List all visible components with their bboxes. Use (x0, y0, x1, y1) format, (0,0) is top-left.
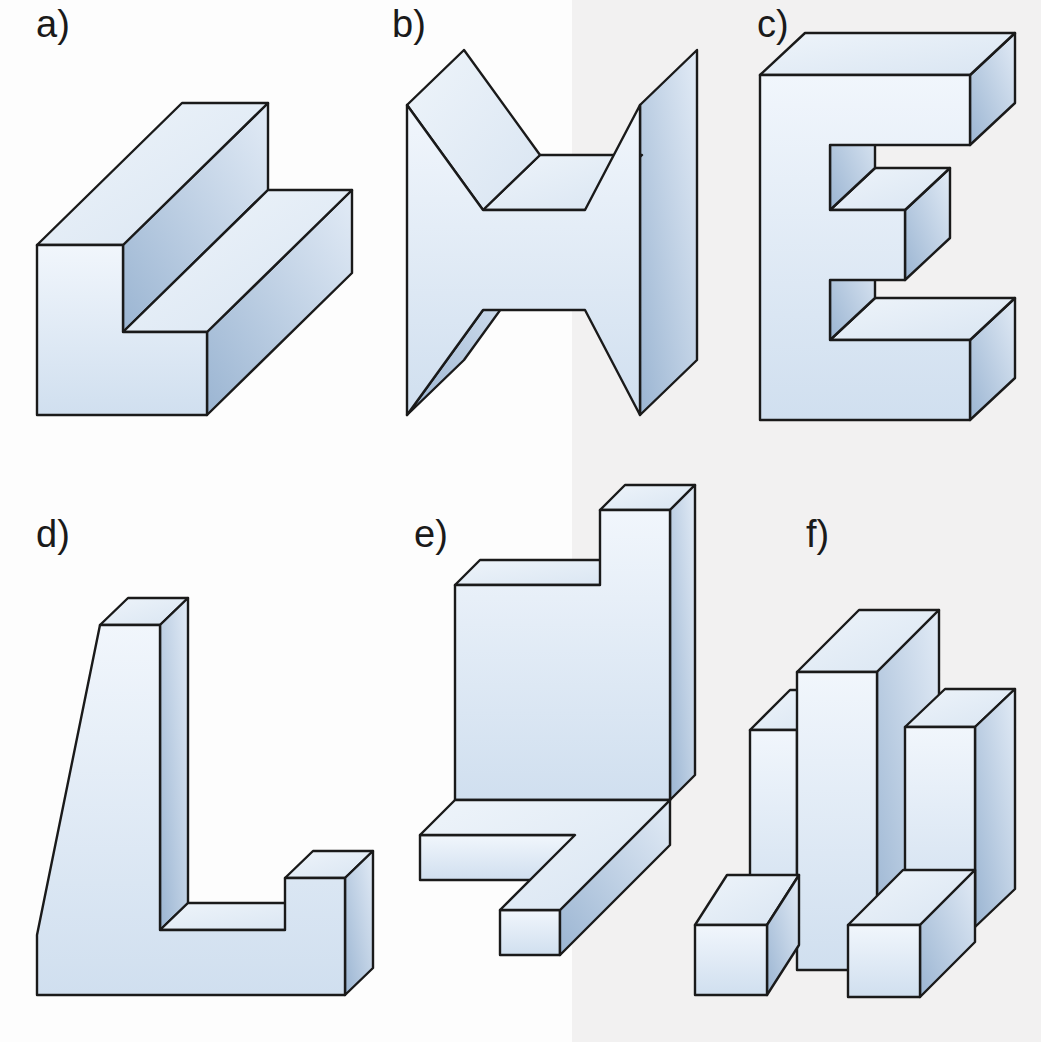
solid-face (767, 875, 799, 995)
solid-body (37, 103, 352, 415)
solid-body (695, 875, 799, 995)
solid-body (760, 33, 1015, 420)
part-label: d) (36, 514, 70, 556)
solid-front-face (695, 925, 767, 995)
solid-front-face (455, 510, 670, 800)
solid-face (760, 33, 1015, 75)
solid-body (848, 870, 975, 997)
solid-front-face (37, 245, 207, 415)
solid-face (160, 598, 188, 930)
part-label: e) (414, 514, 448, 556)
solid-face (500, 910, 560, 955)
solid-front-face (407, 105, 640, 415)
solid-face (975, 689, 1015, 927)
solid-front-face (37, 625, 345, 995)
solid-body (407, 50, 697, 415)
solids-group (37, 33, 1015, 997)
solid-front-face (420, 800, 670, 910)
solid-body (455, 485, 695, 800)
solid-body (420, 800, 670, 955)
part-label: c) (757, 4, 789, 46)
solid-face (345, 851, 373, 995)
solid-face (920, 870, 975, 997)
solid-front-face (848, 925, 920, 997)
part-label: b) (392, 4, 426, 46)
solid-face (123, 190, 352, 332)
solid-face (640, 50, 697, 415)
part-label: a) (36, 4, 70, 46)
solid-body (37, 598, 373, 995)
solid-face (670, 485, 695, 800)
part-label: f) (806, 514, 829, 556)
solid-front-face (760, 75, 970, 420)
